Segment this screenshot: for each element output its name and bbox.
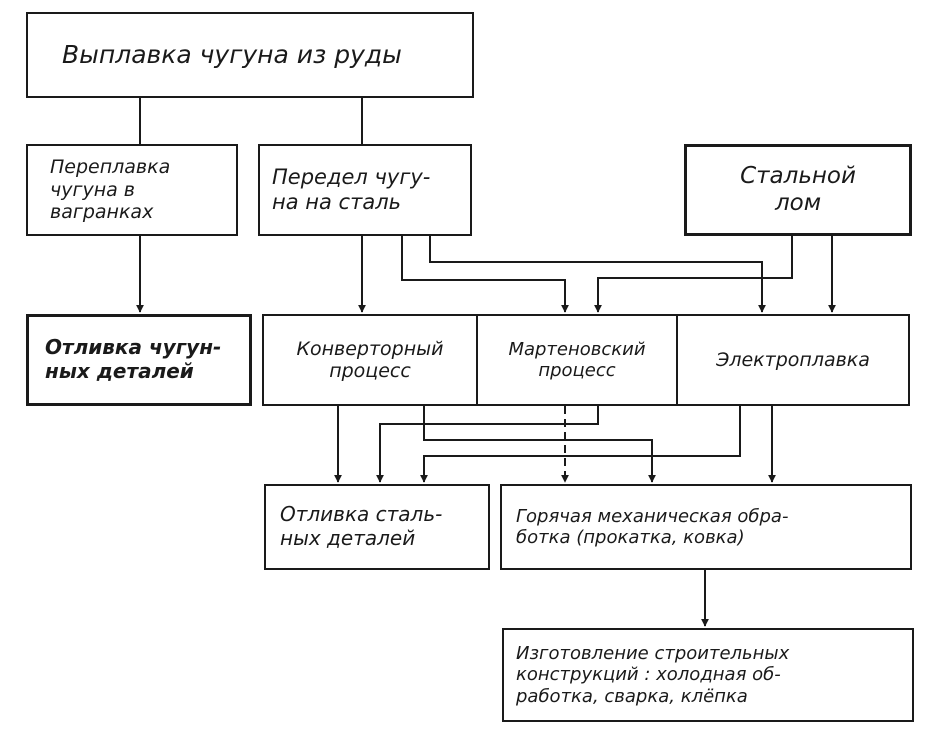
box-hot-mechanical-working-line-1: Горячая механическая обра-: [516, 505, 789, 527]
box-open-hearth-process-line-2: процесс: [538, 360, 616, 381]
box-iron-part-casting-line-2: ных деталей: [45, 359, 194, 383]
box-converter-process-line-1: Конверторный: [296, 337, 444, 360]
box-steel-scrap-line-1: Стальной: [740, 162, 856, 189]
arrow-scrap-to-open-hearth: [594, 236, 793, 313]
box-iron-remelting-line-1: Переплавка: [50, 156, 171, 179]
box-iron-to-steel-conversion: Передел чугу- на на сталь: [258, 144, 472, 236]
box-structure-fabrication-line-2: конструкций : холодная об-: [516, 664, 781, 686]
box-iron-remelting-line-3: вагранках: [50, 201, 154, 224]
box-iron-to-steel-conversion-line-1: Передел чугу-: [272, 165, 431, 190]
box-hot-mechanical-working: Горячая механическая обра- ботка (прокат…: [500, 484, 912, 570]
arrow-conversion-to-open-hearth: [401, 236, 569, 313]
box-iron-smelting-line-1: Выплавка чугуна из руды: [62, 40, 402, 70]
box-converter-process: Конверторный процесс: [262, 314, 478, 406]
box-open-hearth-process: Мартеновский процесс: [476, 314, 678, 406]
arrow-electric-to-steel-casting: [420, 406, 741, 483]
box-open-hearth-process-line-1: Мартеновский: [508, 338, 646, 360]
box-structure-fabrication-line-3: работка, сварка, клёпка: [516, 685, 748, 707]
arrow-converter-to-hot-working: [423, 406, 656, 483]
box-structure-fabrication-line-1: Изготовление строительных: [516, 643, 790, 665]
box-steel-part-casting: Отливка сталь- ных деталей: [264, 484, 490, 570]
box-iron-remelting: Переплавка чугуна в вагранках: [26, 144, 238, 236]
box-hot-mechanical-working-line-2: ботка (прокатка, ковка): [516, 527, 745, 548]
box-iron-smelting: Выплавка чугуна из руды: [26, 12, 474, 98]
arrow-open-hearth-to-steel-casting: [376, 406, 599, 483]
box-steel-scrap: Стальной лом: [684, 144, 912, 236]
box-iron-part-casting: Отливка чугун- ных деталей: [26, 314, 252, 406]
box-electric-smelting-line-1: Электроплавка: [716, 348, 870, 371]
box-iron-part-casting-line-1: Отливка чугун-: [45, 335, 222, 360]
box-iron-remelting-line-2: чугуна в: [50, 178, 135, 201]
box-steel-scrap-line-2: лом: [774, 190, 822, 216]
box-steel-part-casting-line-2: ных деталей: [280, 526, 416, 550]
box-iron-to-steel-conversion-line-2: на на сталь: [272, 190, 401, 214]
arrow-conversion-to-electric: [429, 236, 766, 313]
box-converter-process-line-2: процесс: [329, 360, 411, 382]
box-steel-part-casting-line-1: Отливка сталь-: [280, 502, 443, 527]
box-structure-fabrication: Изготовление строительных конструкций : …: [502, 628, 914, 722]
box-electric-smelting: Электроплавка: [676, 314, 910, 406]
